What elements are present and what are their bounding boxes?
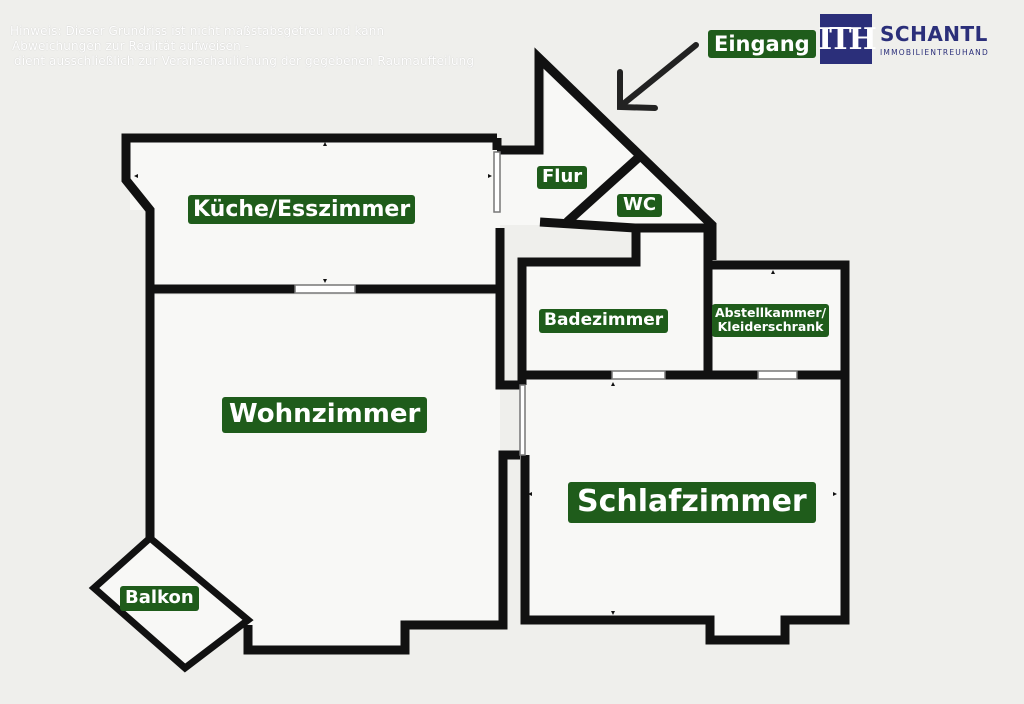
disclaimer-line-1: Hinweis: Dieser Grundriss ist nicht maßs…: [10, 24, 385, 38]
living-lower-right-wall: [243, 450, 520, 655]
hall-floor: [500, 60, 708, 225]
bedroom-door-2: [757, 370, 798, 380]
mark: [488, 174, 492, 178]
mark: [134, 174, 138, 178]
disclaimer-note: Hinweis: Dieser Grundriss ist nicht maßs…: [10, 24, 474, 69]
living-right-wall: [495, 289, 522, 390]
entrance-arrow-shaft: [619, 42, 699, 108]
dimension-marks: [134, 142, 837, 615]
mark: [611, 382, 615, 386]
entrance-arrow-head: [617, 69, 658, 111]
storage-wall: [703, 228, 850, 376]
disclaimer-line-3: dient ausschließlich zur Veranschaulichu…: [14, 54, 475, 68]
living-label: Wohnzimmer: [222, 397, 428, 433]
bathroom-label: Badezimmer: [539, 309, 669, 333]
entrance-arrow: [617, 42, 699, 111]
bedroom-outer-wall: [520, 375, 850, 645]
mark: [528, 492, 532, 496]
wc-diagonal-wall: [563, 154, 642, 226]
living-bedroom-opening: [519, 384, 526, 456]
openings: [294, 151, 798, 456]
living-floor: [150, 295, 500, 650]
storage-label-line-2: Kleiderschrank: [717, 319, 824, 335]
logo-text: SCHANTL IMMOBILIENTREUHAND: [880, 22, 989, 57]
walls: [88, 47, 850, 673]
kitchen-label: Küche/Esszimmer: [188, 195, 416, 225]
kitchen-living-window: [294, 284, 356, 294]
storage-label: Abstellkammer/ Kleiderschrank: [712, 304, 830, 337]
mark: [323, 279, 327, 283]
mark: [833, 492, 837, 496]
bathroom-wall: [517, 228, 641, 385]
mark: [323, 142, 327, 146]
logo-name: SCHANTL: [880, 21, 988, 46]
mark: [611, 611, 615, 615]
company-logo: ITH SCHANTL IMMOBILIENTREUHAND: [818, 14, 989, 64]
hall-label: Flur: [537, 166, 588, 189]
wc-label: WC: [617, 194, 663, 217]
storage-label-line-1: Abstellkammer/: [715, 305, 827, 320]
balcony-wall: [88, 533, 254, 673]
mark: [771, 270, 775, 274]
kitchen-wall: [121, 133, 497, 294]
bedroom-door-1: [611, 370, 666, 380]
disclaimer-line-2: Abweichungen zur Realität aufweisen -: [12, 39, 250, 53]
bedroom-label: Schlafzimmer: [568, 482, 816, 523]
balcony-label: Balkon: [120, 586, 199, 611]
bathroom-floor: [525, 228, 708, 372]
logo-mark: ITH: [818, 14, 877, 64]
logo-subtitle: IMMOBILIENTREUHAND: [880, 47, 989, 57]
kitchen-hall-opening: [493, 151, 501, 213]
entrance-label: Eingang: [708, 30, 816, 59]
room-floors: [95, 60, 845, 668]
